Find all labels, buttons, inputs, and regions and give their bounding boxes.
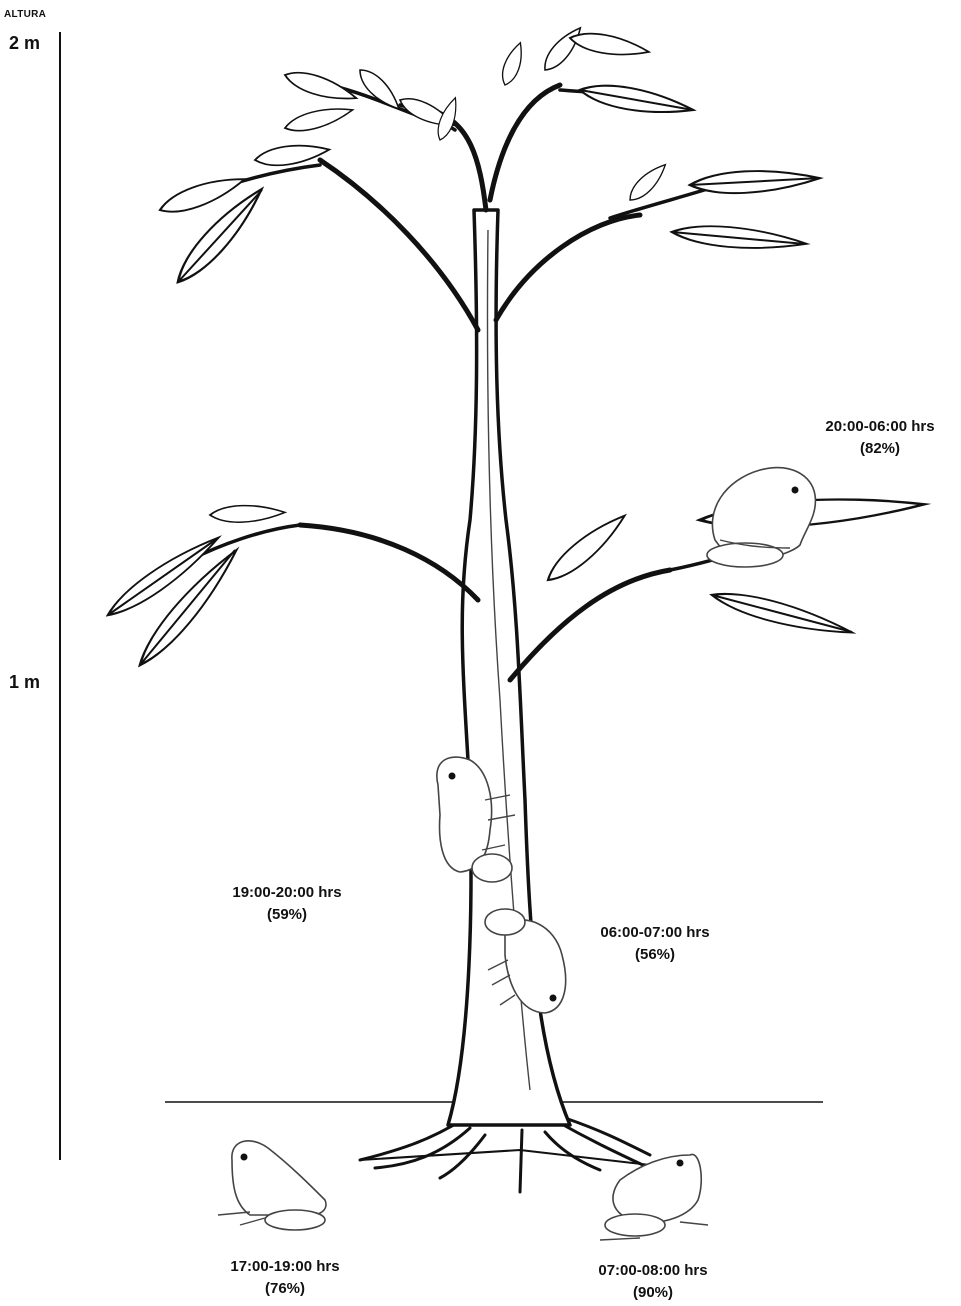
axis-title: ALTURA	[4, 9, 46, 20]
plant-roots	[360, 1118, 650, 1192]
frog-ground-right	[600, 1154, 708, 1240]
label-06-07-pct: (56%)	[580, 944, 730, 966]
label-06-07: 06:00-07:00 hrs (56%)	[580, 922, 730, 966]
label-17-19-time: 17:00-19:00 hrs	[210, 1256, 360, 1278]
label-19-20: 19:00-20:00 hrs (59%)	[212, 882, 362, 926]
frog-on-leaf	[707, 468, 815, 567]
label-17-19-pct: (76%)	[210, 1278, 360, 1300]
label-06-07-time: 06:00-07:00 hrs	[580, 922, 730, 944]
label-20-06-time: 20:00-06:00 hrs	[805, 416, 955, 438]
axis-tick-1m: 1 m	[9, 672, 40, 693]
label-20-06-pct: (82%)	[805, 438, 955, 460]
label-07-08-time: 07:00-08:00 hrs	[578, 1260, 728, 1282]
label-19-20-pct: (59%)	[212, 904, 362, 926]
label-17-19: 17:00-19:00 hrs (76%)	[210, 1256, 360, 1300]
label-19-20-time: 19:00-20:00 hrs	[212, 882, 362, 904]
frog-ground-left	[218, 1141, 326, 1230]
upper-branches	[200, 85, 720, 330]
label-07-08: 07:00-08:00 hrs (90%)	[578, 1260, 728, 1304]
label-07-08-pct: (90%)	[578, 1282, 728, 1304]
axis-tick-2m: 2 m	[9, 33, 40, 54]
label-20-06: 20:00-06:00 hrs (82%)	[805, 416, 955, 460]
